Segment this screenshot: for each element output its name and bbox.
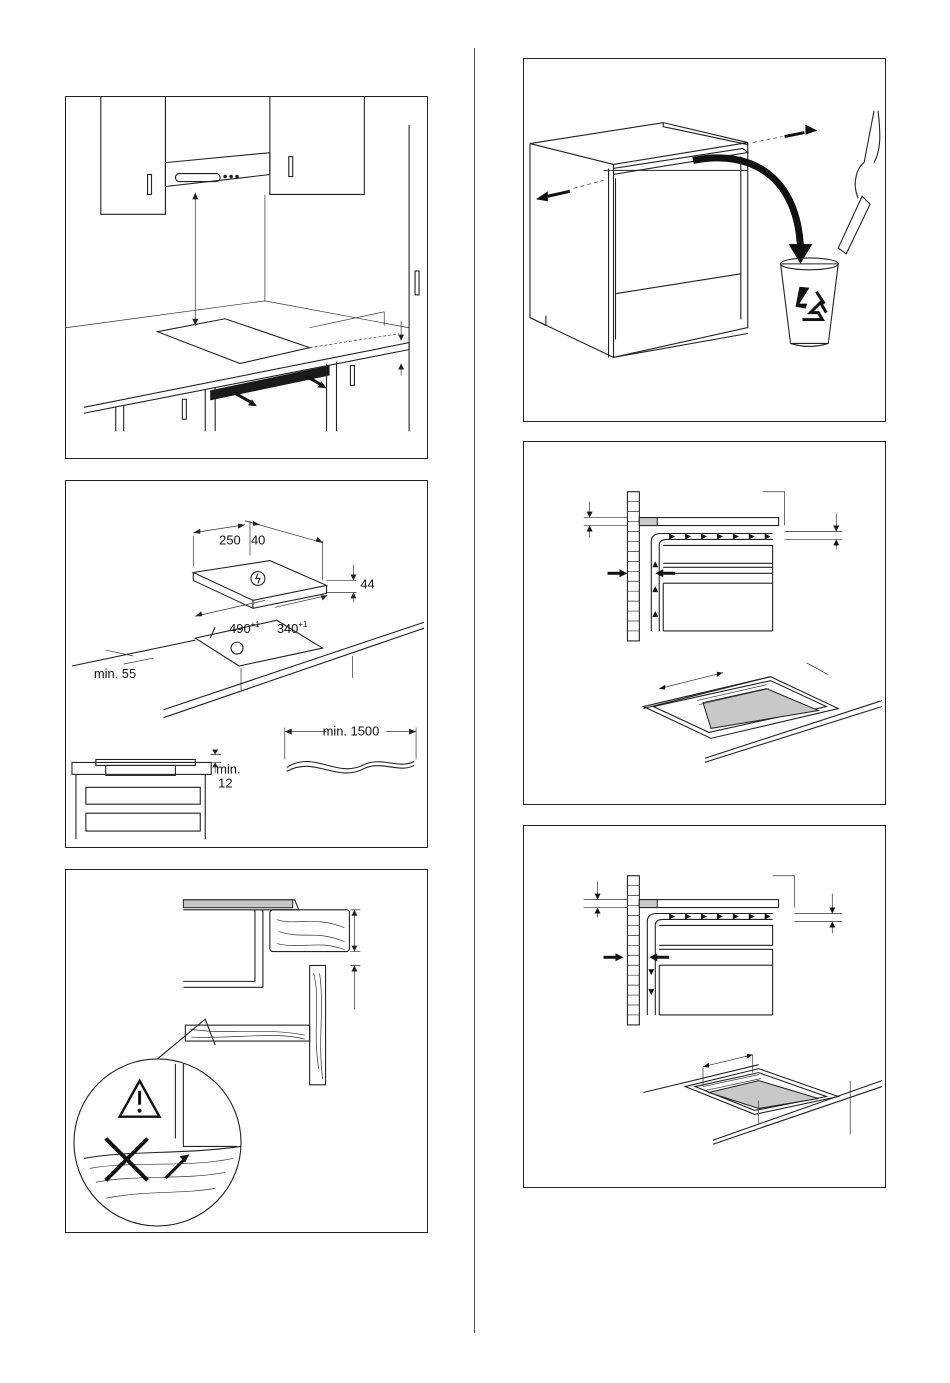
panel-worktop-warning xyxy=(65,869,428,1233)
panel-ventilation-upper xyxy=(523,441,886,805)
worktop-warning-diagram xyxy=(66,870,427,1232)
dim-min-gap-value: 12 xyxy=(218,775,232,790)
ventilation-upper-diagram xyxy=(524,442,885,804)
kitchen-overview-diagram xyxy=(66,97,427,458)
dim-offset: 40 xyxy=(251,533,265,548)
panel-ventilation-lower xyxy=(523,825,886,1188)
page-divider xyxy=(474,48,475,1333)
ventilation-lower-diagram xyxy=(524,826,885,1187)
cross-icon xyxy=(106,1139,148,1181)
dim-min-edge: min. 55 xyxy=(94,666,136,681)
dim-cutout-width: 340+1 xyxy=(277,620,308,636)
dim-width: 250 xyxy=(219,533,241,548)
cutout-dimensions-diagram: 250 40 44 490+1 340+1 min. 55 min. 12 mi… xyxy=(66,481,427,847)
panel-kitchen-overview xyxy=(65,96,428,459)
dim-height: 44 xyxy=(360,576,374,591)
dim-min-gap-label: min. xyxy=(216,761,240,776)
panel-cabinet-recycle xyxy=(523,58,886,422)
panel-cutout-dimensions: 250 40 44 490+1 340+1 min. 55 min. 12 mi… xyxy=(65,480,428,848)
dim-min-cable: min. 1500 xyxy=(323,724,380,739)
recycle-icon xyxy=(795,287,826,320)
arrow-icon xyxy=(165,1158,185,1178)
dim-cutout-depth: 490+1 xyxy=(229,620,260,636)
cabinet-recycle-diagram xyxy=(524,59,885,421)
